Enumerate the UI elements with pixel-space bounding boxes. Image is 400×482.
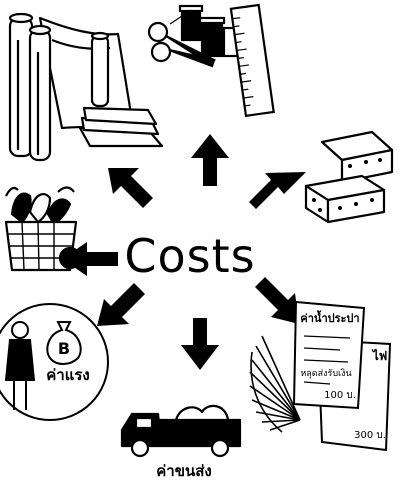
truck-bed xyxy=(158,418,242,448)
worker-figure xyxy=(4,321,36,410)
arrow-down-left xyxy=(97,283,145,326)
packaging-illustration xyxy=(304,130,394,224)
bill-fan-background xyxy=(249,335,301,433)
center-label: Costs xyxy=(124,229,255,283)
worker-head xyxy=(11,321,29,339)
scissors-blade-2 xyxy=(168,48,216,68)
corn-cob-3 xyxy=(46,198,72,226)
box-pattern-stars xyxy=(312,158,382,212)
labour-label: ค่าแรง xyxy=(46,366,90,384)
scissors-handle-1 xyxy=(147,21,169,43)
folded-cloth-top xyxy=(82,106,158,126)
fabric-roll-1-end xyxy=(8,12,34,24)
leaves xyxy=(5,186,75,197)
thread-spool-2 xyxy=(200,20,224,58)
vegetable-basket-illustration xyxy=(4,186,82,272)
truck-window xyxy=(134,416,154,430)
transport-label: ค่าขนส่ง xyxy=(156,462,211,480)
corn-cob-2 xyxy=(28,193,52,224)
labour-illustration: B ค่าแรง xyxy=(0,303,109,421)
fabric-roll-2 xyxy=(28,28,52,162)
bill-front-amount: 100 บ. xyxy=(324,390,356,401)
transport-illustration: ค่าขนส่ง xyxy=(120,404,242,480)
utility-bills-illustration: ไฟ 300 บ. ค่าน้ำประปา หลุดส่งรับเงิน 100… xyxy=(249,300,392,452)
fabric-roll-2-end xyxy=(28,24,52,36)
coin-symbol: B xyxy=(58,339,70,358)
worker-body xyxy=(4,339,36,381)
box-top-side xyxy=(340,148,394,184)
bill-front-lines xyxy=(303,335,351,385)
truck-cargo xyxy=(174,404,230,422)
bill-back-amount: 300 บ. xyxy=(354,430,386,441)
money-bag-icon: B xyxy=(46,321,82,365)
arrow-down-right xyxy=(255,277,299,324)
sewing-tools-illustration xyxy=(147,3,275,118)
arrow-up-left xyxy=(108,168,153,208)
fabric-roll-1 xyxy=(8,16,34,158)
arrow-up-right xyxy=(249,172,306,209)
bill-back-header: ไฟ xyxy=(371,348,388,363)
truck-wheel-rear xyxy=(210,438,230,458)
bill-front-line: หลุดส่งรับเงิน xyxy=(300,368,351,379)
corn-cob-1 xyxy=(10,192,32,224)
thread-spool-1-cap xyxy=(178,4,204,13)
fabric-roll-3 xyxy=(90,34,110,108)
truck-wheel-front xyxy=(130,438,150,458)
scissors-handle-2 xyxy=(150,41,172,63)
thread-strand xyxy=(169,9,192,25)
round-vegetable xyxy=(58,246,82,270)
fabric-roll-3-end xyxy=(90,31,110,41)
fabric-illustration xyxy=(8,12,164,162)
arrow-down xyxy=(181,318,219,370)
bill-front-title: ค่าน้ำประปา xyxy=(300,310,359,325)
arrow-up xyxy=(191,134,229,186)
arrows xyxy=(62,134,306,370)
ruler xyxy=(229,3,275,118)
thread-spool-2-cap xyxy=(198,16,226,25)
bill-front xyxy=(292,300,366,410)
